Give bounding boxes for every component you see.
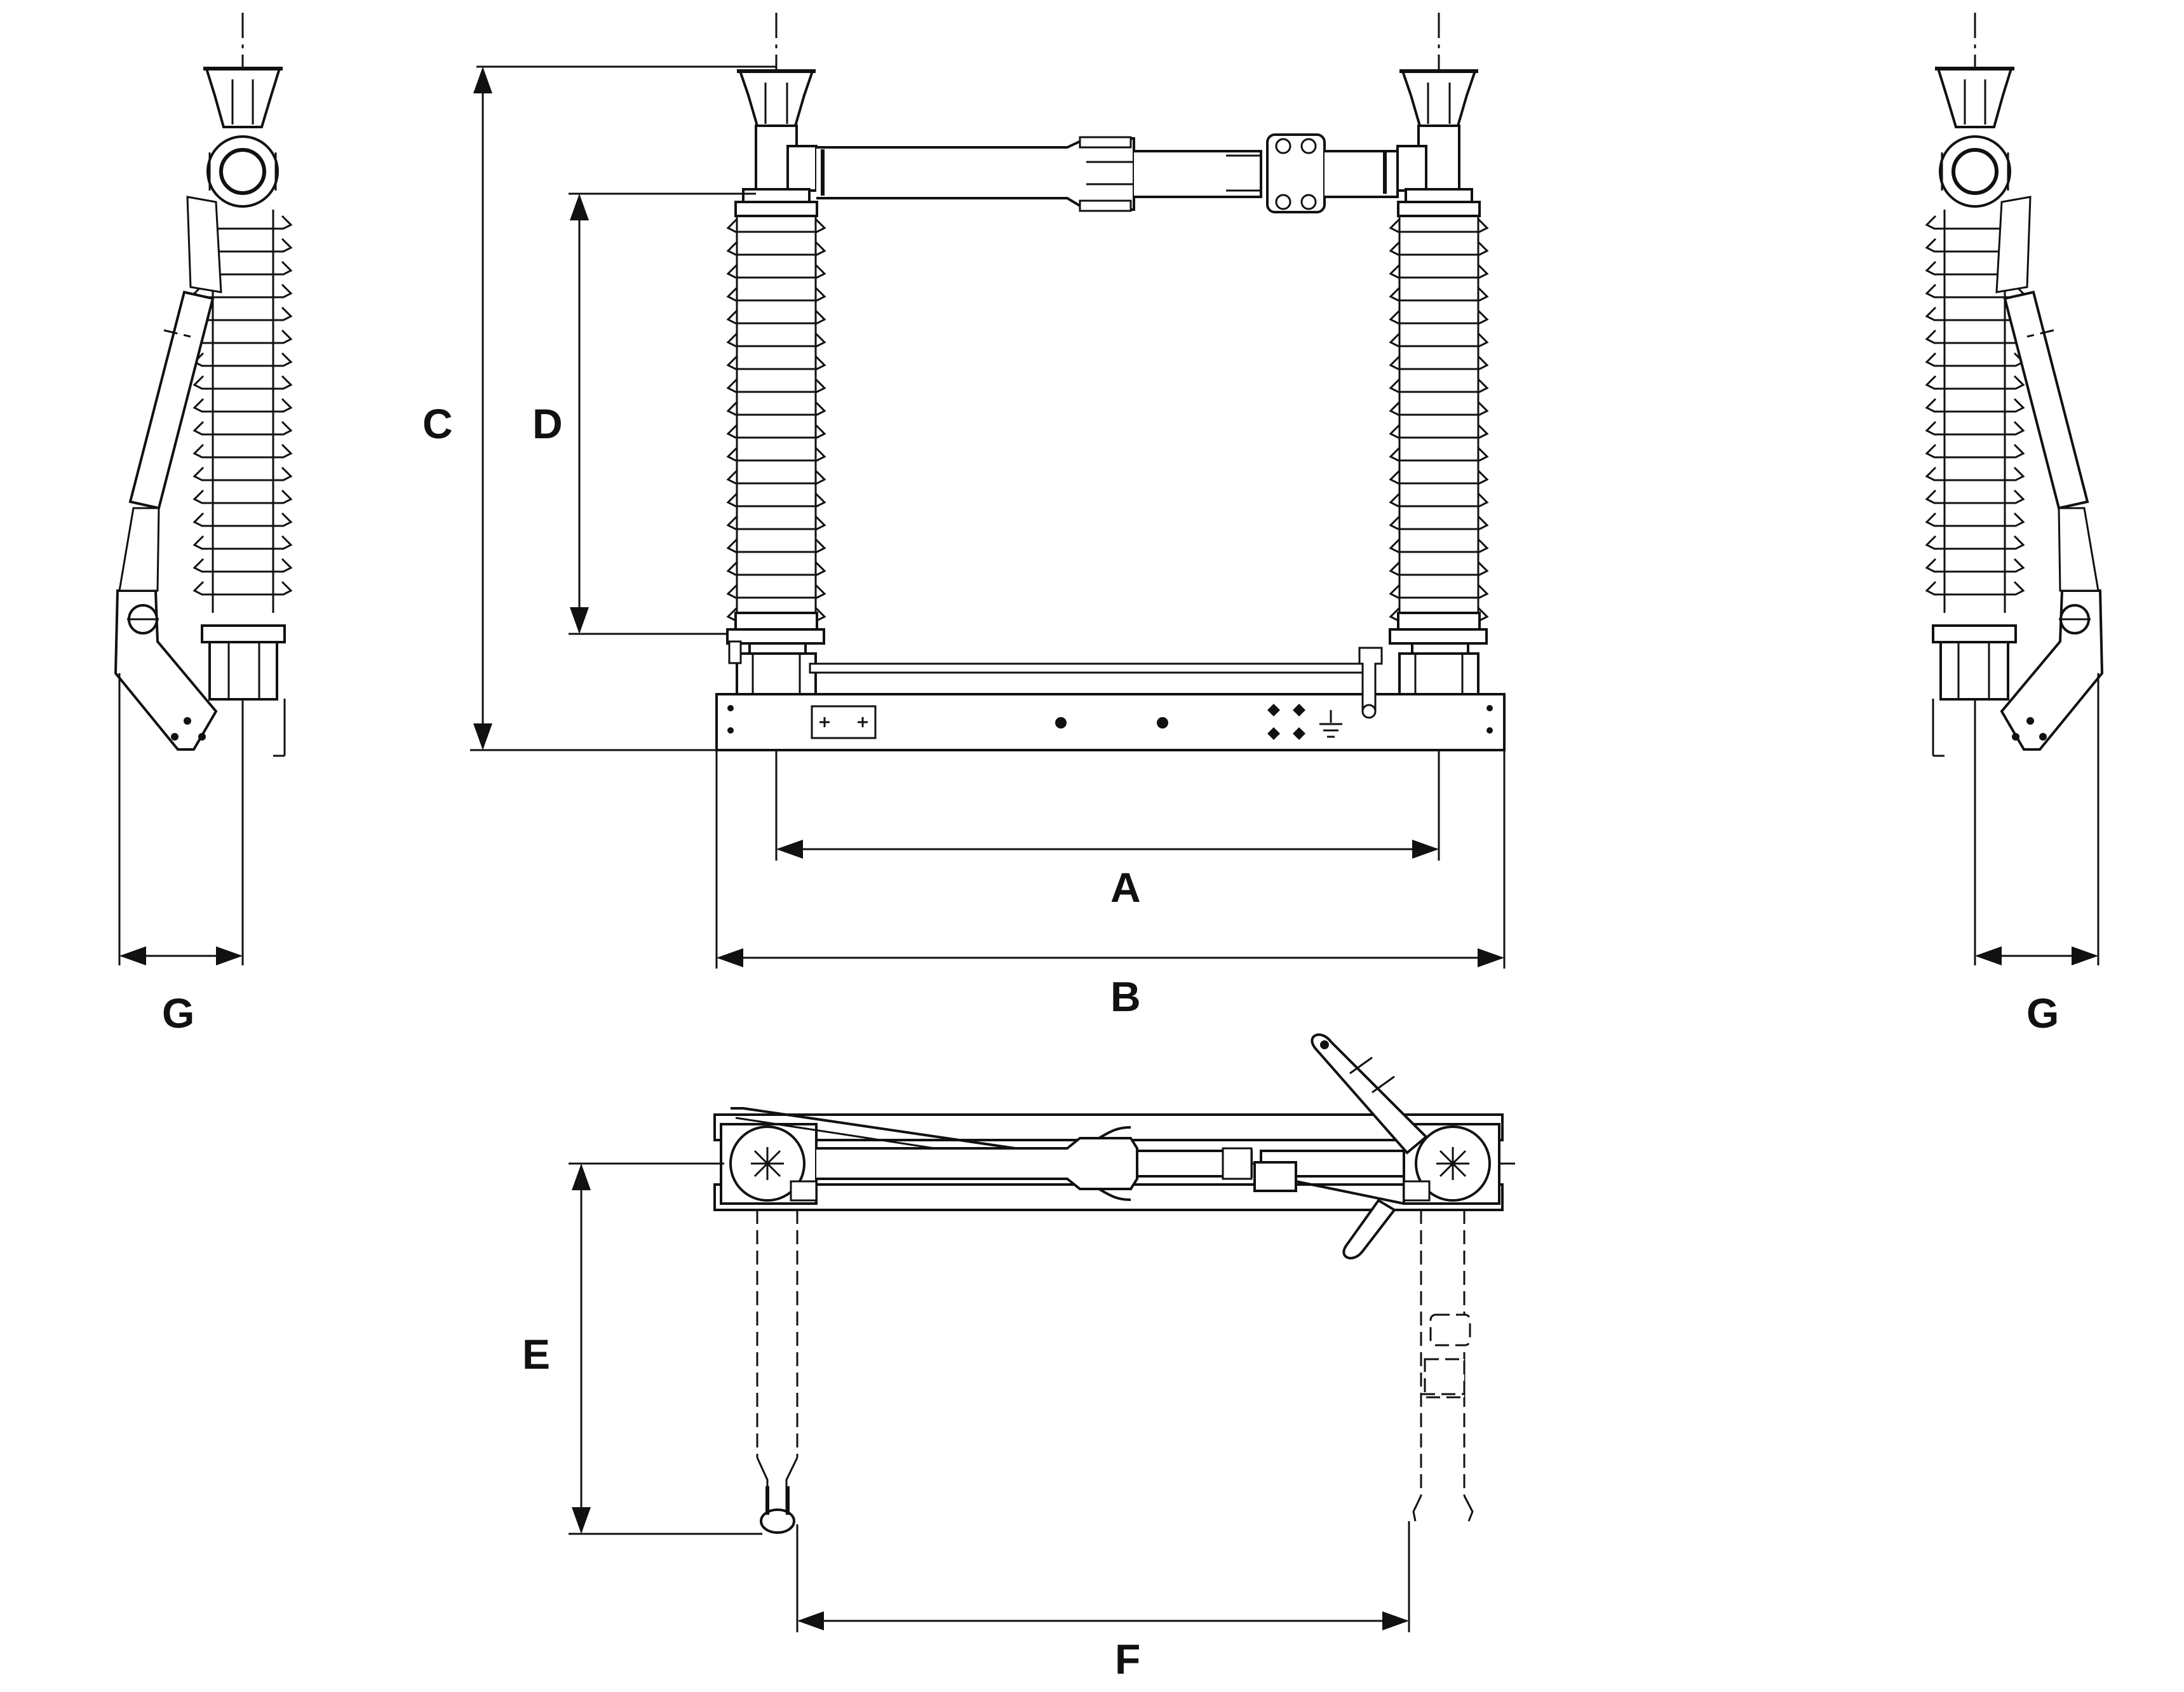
right-side-view	[1925, 13, 2104, 965]
left-pole	[726, 69, 826, 695]
dimension-label-f: F	[1115, 1635, 1140, 1682]
base-frame	[715, 647, 1506, 751]
contact-arm	[816, 133, 1399, 213]
left-side-view	[114, 13, 292, 965]
dimension-label-b: B	[1110, 973, 1141, 1020]
dimension-label-c: C	[422, 400, 453, 447]
ground-symbol-icon	[1319, 710, 1342, 738]
right-pole	[1389, 69, 1488, 695]
dimension-label-g-left: G	[162, 990, 194, 1037]
dimension-label-d: D	[532, 400, 563, 447]
plan-view	[569, 1033, 1515, 1632]
dimension-label-e: E	[522, 1331, 550, 1378]
dimension-label-a: A	[1110, 864, 1141, 911]
front-view	[470, 13, 1506, 969]
dimension-label-g-right: G	[2026, 990, 2059, 1037]
star-mark-icon	[751, 1147, 784, 1180]
